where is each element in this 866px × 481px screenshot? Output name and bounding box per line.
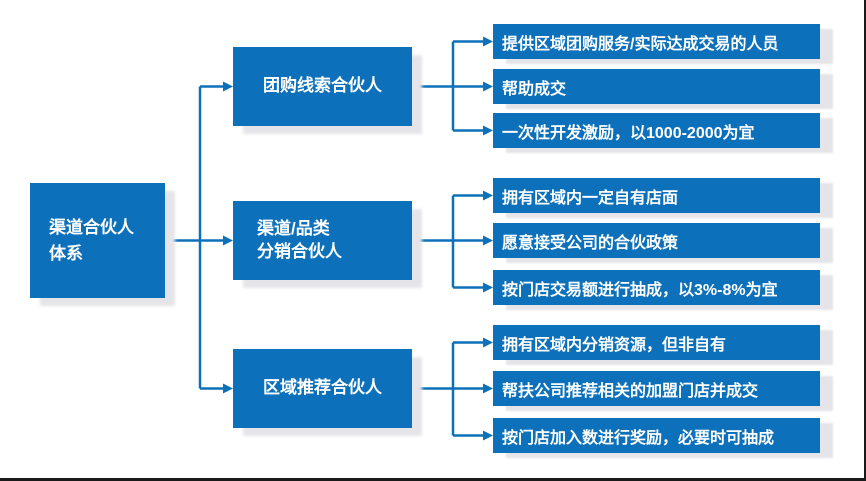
leaf-node: 愿意接受公司的合伙政策 [493,223,820,258]
leaf-node: 帮扶公司推荐相关的加盟门店并成交 [493,371,820,406]
right-connector-group-1 [412,36,493,136]
branch-node-label: 区域推荐合伙人 [263,378,382,398]
right-connector-group-2 [412,190,493,293]
branch-node-regional-referral: 区域推荐合伙人 [233,349,412,428]
leaf-node: 按门店加入数进行奖励，必要时可抽成 [493,418,820,453]
leaf-node: 提供区域团购服务/实际达成交易的人员 [493,24,820,59]
root-node-label: 渠道合伙人 体系 [49,218,134,263]
leaf-node-label: 提供区域团购服务/实际达成交易的人员 [502,35,779,53]
leaf-node: 按门店交易额进行抽成，以3%-8%为宜 [493,270,820,305]
branch-node-label: 团购线索合伙人 [263,76,382,96]
left-connector [165,81,233,394]
leaf-node-label: 按门店交易额进行抽成，以3%-8%为宜 [502,281,778,299]
leaf-node: 帮助成交 [493,69,820,104]
leaf-node-label: 愿意接受公司的合伙政策 [502,234,679,252]
branch-node-label: 渠道/品类 分销合伙人 [257,218,342,261]
leaf-node: 拥有区域内一定自有店面 [493,178,820,213]
root-node: 渠道合伙人 体系 [30,183,165,298]
leaf-node: 拥有区域内分销资源，但非自有 [493,325,820,360]
leaf-node-label: 一次性开发激励，以1000-2000为宜 [502,124,755,142]
right-connector-group-3 [412,337,493,441]
leaf-node-label: 帮助成交 [502,80,567,98]
leaf-node-label: 拥有区域内一定自有店面 [502,189,679,207]
branch-node-group-buying: 团购线索合伙人 [233,47,412,126]
leaf-node-label: 帮扶公司推荐相关的加盟门店并成交 [502,382,759,400]
branch-node-channel-category: 渠道/品类 分销合伙人 [233,201,412,280]
leaf-node-label: 拥有区域内分销资源，但非自有 [502,336,727,354]
leaf-node: 一次性开发激励，以1000-2000为宜 [493,113,820,148]
leaf-node-label: 按门店加入数进行奖励，必要时可抽成 [502,429,775,447]
